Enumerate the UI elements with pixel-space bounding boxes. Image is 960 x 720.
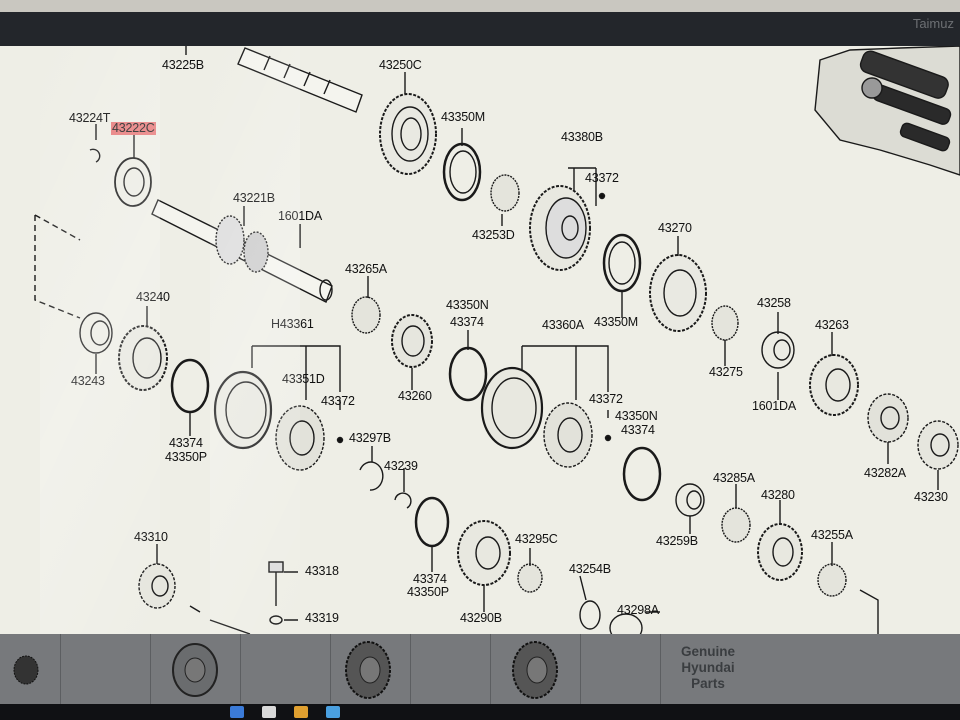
label-line: Hyundai [681, 660, 735, 675]
thumbnail-item[interactable] [240, 634, 331, 704]
part-label[interactable]: 43372 [585, 171, 619, 185]
gear-thumbnail-icon [345, 641, 391, 699]
part-label[interactable]: 1601DA [278, 209, 322, 223]
part-label[interactable]: 43263 [815, 318, 849, 332]
thumbnail-item[interactable] [330, 634, 411, 704]
part-label[interactable]: 43255A [811, 528, 853, 542]
part-label[interactable]: 43297B [349, 431, 391, 445]
thumbnail-item[interactable] [580, 634, 661, 704]
part-label[interactable]: 43239 [384, 459, 418, 473]
part-label[interactable]: 43372 [321, 394, 355, 408]
part-label[interactable]: 43298A [617, 603, 659, 617]
part-label[interactable]: 43243 [71, 374, 105, 388]
part-label[interactable]: 43285A [713, 471, 755, 485]
part-label[interactable]: 43374 [169, 436, 203, 450]
part-label[interactable]: 43350N [615, 409, 658, 423]
label-line: Genuine [680, 644, 735, 659]
part-label[interactable]: 43295C [515, 532, 558, 546]
thumbnail-item[interactable] [410, 634, 491, 704]
taskbar [0, 704, 960, 720]
part-label[interactable]: 43350P [165, 450, 207, 464]
taskbar-app-icon[interactable] [230, 706, 244, 718]
part-label[interactable]: 43275 [709, 365, 743, 379]
part-label-highlighted[interactable]: 43222C [111, 121, 156, 135]
gear-thumbnail-icon [512, 641, 558, 699]
top-strip [0, 0, 960, 12]
part-label[interactable]: 43230 [914, 490, 948, 504]
part-label[interactable]: 43372 [589, 392, 623, 406]
taskbar-app-icon[interactable] [326, 706, 340, 718]
part-label[interactable]: 43310 [134, 530, 168, 544]
part-label[interactable]: 43260 [398, 389, 432, 403]
part-label[interactable]: 43250C [379, 58, 422, 72]
part-label[interactable]: 43360A [542, 318, 584, 332]
part-label[interactable]: 43282A [864, 466, 906, 480]
part-label[interactable]: 43318 [305, 564, 339, 578]
part-label[interactable]: 43254B [569, 562, 611, 576]
part-label[interactable]: 43225B [162, 58, 204, 72]
parts-diagram: 43225B 43250C 43224T 43222C 43350M 43380… [0, 46, 960, 634]
part-label[interactable]: 43350M [441, 110, 485, 124]
part-label[interactable]: H43361 [271, 317, 314, 331]
part-label[interactable]: 43258 [757, 296, 791, 310]
part-label[interactable]: 43270 [658, 221, 692, 235]
label-line: Parts [691, 676, 725, 691]
part-label[interactable]: 43259B [656, 534, 698, 548]
taskbar-app-icon[interactable] [262, 706, 276, 718]
part-label[interactable]: 43350N [446, 298, 489, 312]
part-label[interactable]: 43374 [413, 572, 447, 586]
thumbnail-item[interactable] [60, 634, 151, 704]
part-label[interactable]: 43221B [233, 191, 275, 205]
part-label[interactable]: 43265A [345, 262, 387, 276]
part-label[interactable]: 43350P [407, 585, 449, 599]
part-label[interactable]: 43280 [761, 488, 795, 502]
part-label[interactable]: 43224T [69, 111, 111, 125]
gear-thumbnail-icon [13, 655, 39, 685]
thumbnail-item[interactable] [0, 634, 61, 704]
part-label[interactable]: 43290B [460, 611, 502, 625]
part-label[interactable]: 43374 [621, 423, 655, 437]
part-label[interactable]: 43350M [594, 315, 638, 329]
part-label[interactable]: 43374 [450, 315, 484, 329]
thumbnail-item[interactable] [490, 634, 581, 704]
part-label[interactable]: 43380B [561, 130, 603, 144]
taskbar-app-icon[interactable] [294, 706, 308, 718]
transmission-housing-icon [814, 46, 960, 176]
genuine-parts-label: Genuine Hyundai Parts [668, 644, 748, 692]
gear-thumbnail-icon [172, 643, 218, 697]
part-label[interactable]: 1601DA [752, 399, 796, 413]
thumbnail-item[interactable] [150, 634, 241, 704]
browser-top-bar: Taimuz [0, 0, 960, 52]
part-label[interactable]: 43351D [282, 372, 325, 386]
part-label[interactable]: 43240 [136, 290, 170, 304]
window-title: Taimuz [912, 16, 954, 31]
diagram-drawing [34, 46, 960, 634]
part-label[interactable]: 43253D [472, 228, 515, 242]
thumbnail-bar: Genuine Hyundai Parts [0, 634, 960, 704]
part-label[interactable]: 43319 [305, 611, 339, 625]
